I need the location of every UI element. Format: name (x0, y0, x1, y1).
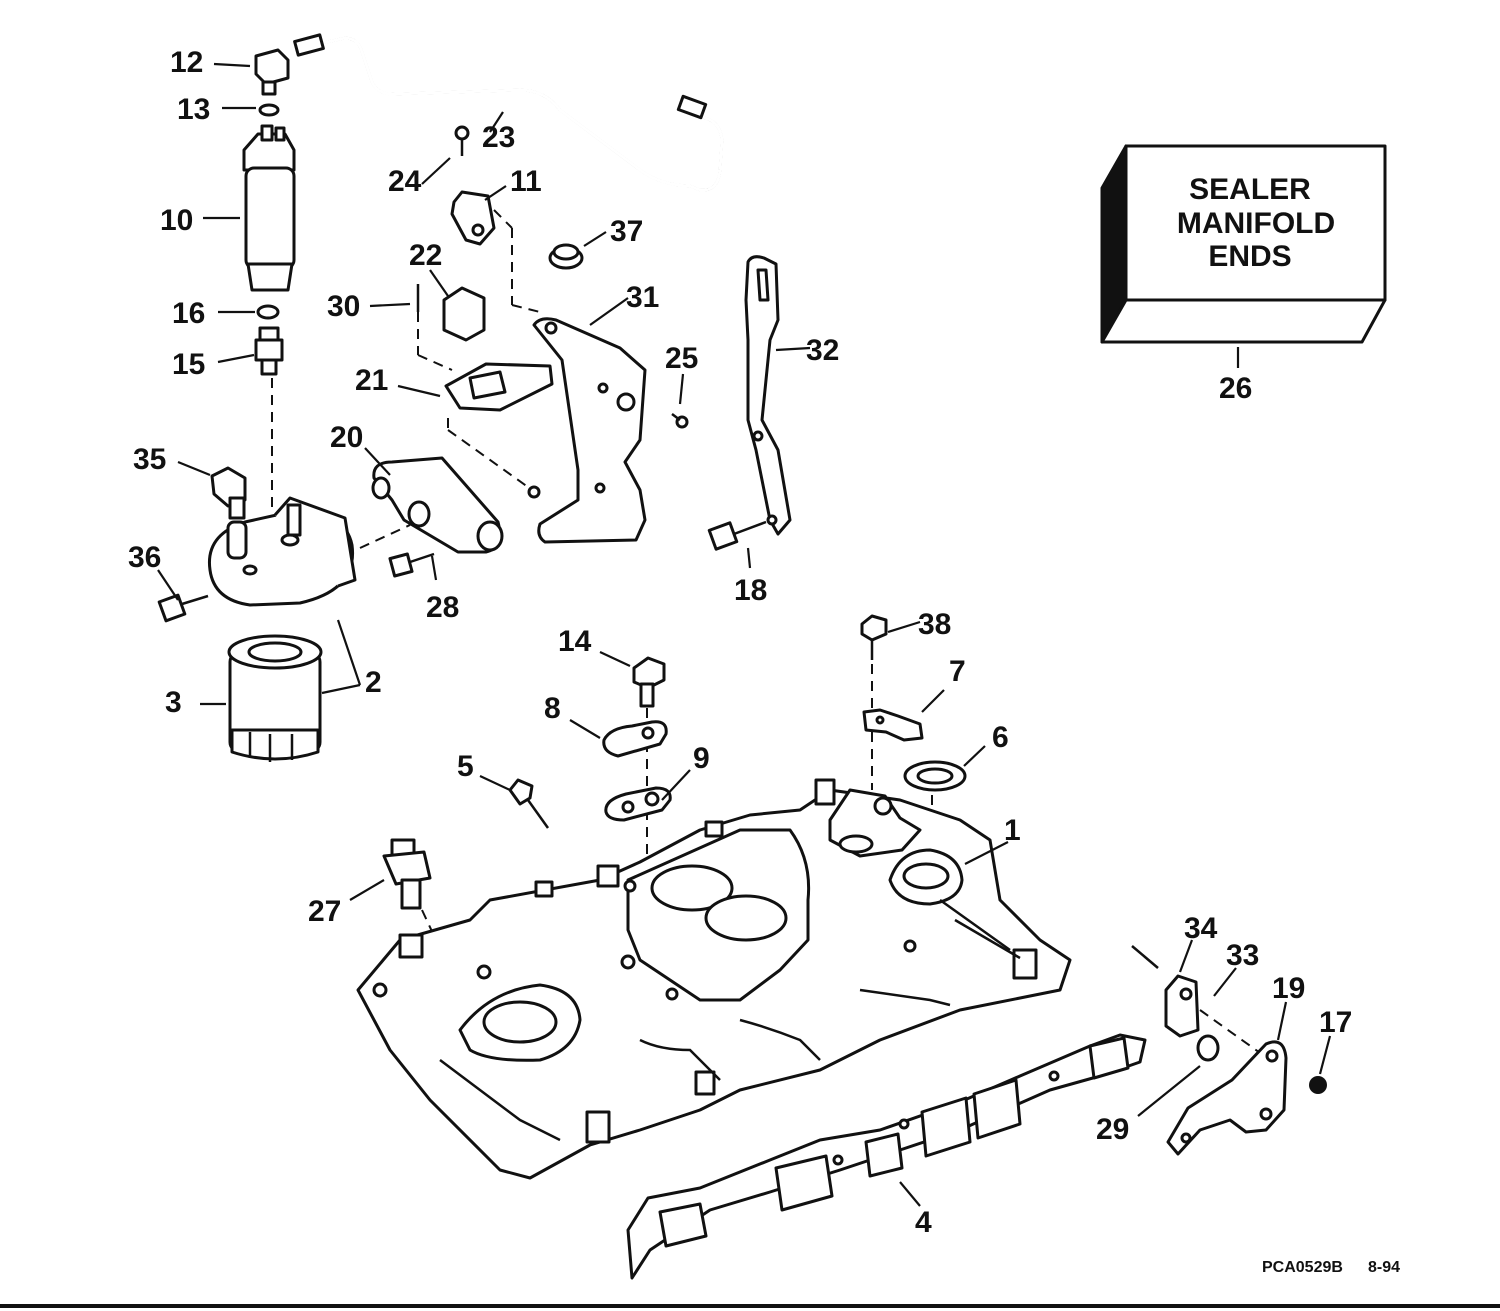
part-label-14: 14 (558, 625, 592, 658)
figure-code-date: 8-94 (1368, 1259, 1400, 1276)
sealer-box-line1: SEALER (1189, 173, 1311, 206)
figure-code: PCA0529B 8-94 (1262, 1259, 1400, 1276)
sealer-box: SEALER MANIFOLD ENDS (1100, 144, 1387, 368)
part-labels: 1 2 3 4 5 6 7 8 9 10 11 12 13 14 15 16 1… (128, 46, 1352, 1239)
part-label-16: 16 (172, 297, 205, 330)
oil-filter (227, 634, 323, 762)
sealer-box-line3: ENDS (1208, 240, 1291, 273)
part-label-25: 25 (665, 342, 698, 375)
part-label-2: 2 (365, 666, 382, 699)
part-label-11: 11 (510, 165, 542, 198)
part-label-7: 7 (949, 655, 966, 688)
right-bracket-parts (1131, 945, 1327, 1156)
part-label-30: 30 (327, 290, 360, 323)
part-label-37: 37 (610, 215, 643, 248)
fuel-line (293, 33, 724, 192)
leader-lines (157, 62, 1332, 1207)
bracket-20 (359, 456, 504, 578)
part-label-17: 17 (1319, 1006, 1352, 1039)
part-label-23: 23 (482, 121, 515, 154)
part-label-31: 31 (626, 281, 659, 314)
part-label-22: 22 (409, 239, 442, 272)
part-label-36: 36 (128, 541, 161, 574)
manifold-gasket (626, 1033, 1147, 1280)
part-label-9: 9 (693, 742, 710, 775)
part-label-4: 4 (915, 1206, 932, 1239)
part-label-6: 6 (992, 721, 1009, 754)
part-label-3: 3 (165, 686, 182, 719)
part-label-34: 34 (1184, 912, 1218, 945)
part-label-24: 24 (388, 165, 422, 198)
part-label-13: 13 (177, 93, 210, 126)
part-label-5: 5 (457, 750, 474, 783)
part-label-12: 12 (170, 46, 203, 79)
part-label-27: 27 (308, 895, 341, 928)
part-label-21: 21 (355, 364, 388, 397)
part-label-10: 10 (160, 204, 193, 237)
part-label-1: 1 (1004, 814, 1021, 847)
part-label-18: 18 (734, 574, 767, 607)
electrical-parts (416, 125, 584, 493)
part-label-26: 26 (1219, 372, 1252, 405)
sensor-27 (382, 838, 437, 941)
part-label-33: 33 (1226, 939, 1259, 972)
small-parts (508, 614, 967, 880)
part-label-15: 15 (172, 348, 205, 381)
part-label-38: 38 (918, 608, 951, 641)
part-label-29: 29 (1096, 1113, 1129, 1146)
part-label-32: 32 (806, 334, 839, 367)
part-label-28: 28 (426, 591, 459, 624)
part-label-8: 8 (544, 692, 561, 725)
part-label-35: 35 (133, 443, 166, 476)
figure-code-id: PCA0529B (1262, 1259, 1343, 1276)
filter-adapter (157, 466, 357, 623)
part-label-19: 19 (1272, 972, 1305, 1005)
sealer-box-line2: MANIFOLD (1177, 207, 1335, 240)
part-label-20: 20 (330, 421, 363, 454)
bracket-31 (527, 317, 689, 544)
fuel-pump-assembly (242, 48, 296, 510)
bracket-32 (707, 255, 792, 551)
intake-manifold (356, 778, 1072, 1180)
